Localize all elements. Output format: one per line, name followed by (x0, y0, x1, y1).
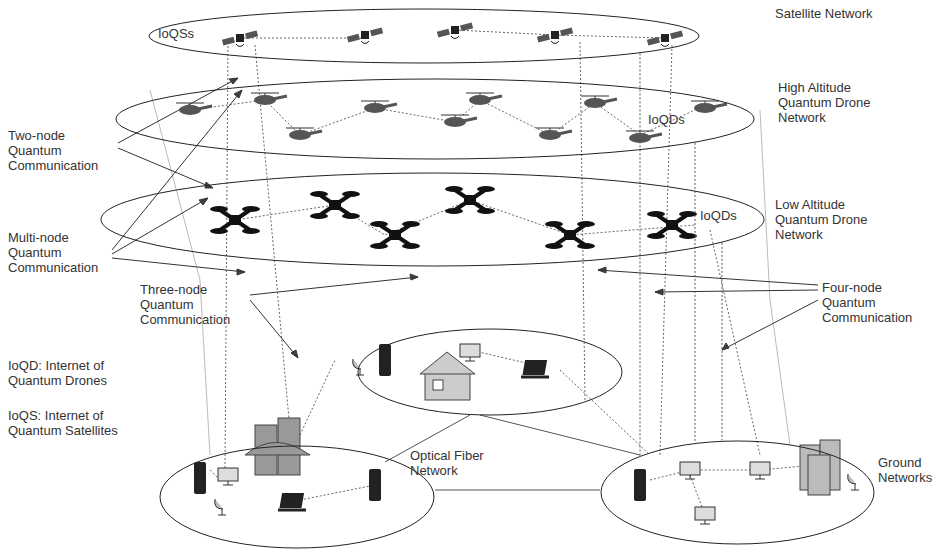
callout-label: Four-node Quantum Communication (822, 280, 930, 325)
callout-label: Multi-node Quantum Communication (8, 230, 113, 275)
network-ellipse: IoQDsLow Altitude Quantum Drone Network (100, 172, 765, 267)
network-ellipse: IoQDsHigh Altitude Quantum Drone Network (115, 78, 755, 160)
callout-label: IoQS: Internet of Quantum Satellites (8, 408, 133, 438)
network-heading: High Altitude Quantum Drone Network (778, 80, 898, 125)
network-tag: IoQDs (700, 208, 737, 223)
ellipse-outline (100, 172, 765, 267)
network-ellipse: IoQSsSatellite Network (148, 8, 700, 64)
callout-label: Three-node Quantum Communication (140, 282, 250, 327)
callout-label: Optical Fiber Network (410, 448, 490, 478)
network-tag: IoQSs (158, 26, 194, 41)
ellipse-outline (600, 440, 875, 545)
network-heading: Ground Networks (878, 455, 932, 485)
dotted-link (640, 53, 641, 455)
network-heading: Satellite Network (775, 6, 895, 21)
dotted-link (695, 143, 696, 443)
callout-label: Two-node Quantum Communication (8, 128, 118, 173)
network-heading: Low Altitude Quantum Drone Network (775, 197, 895, 242)
ellipse-outline (148, 8, 700, 64)
dotted-link (722, 243, 723, 440)
network-ellipse: Ground Networks (600, 440, 875, 545)
callout-label: IoQD: Internet of Quantum Drones (8, 358, 128, 388)
network-tag: IoQDs (648, 112, 685, 127)
